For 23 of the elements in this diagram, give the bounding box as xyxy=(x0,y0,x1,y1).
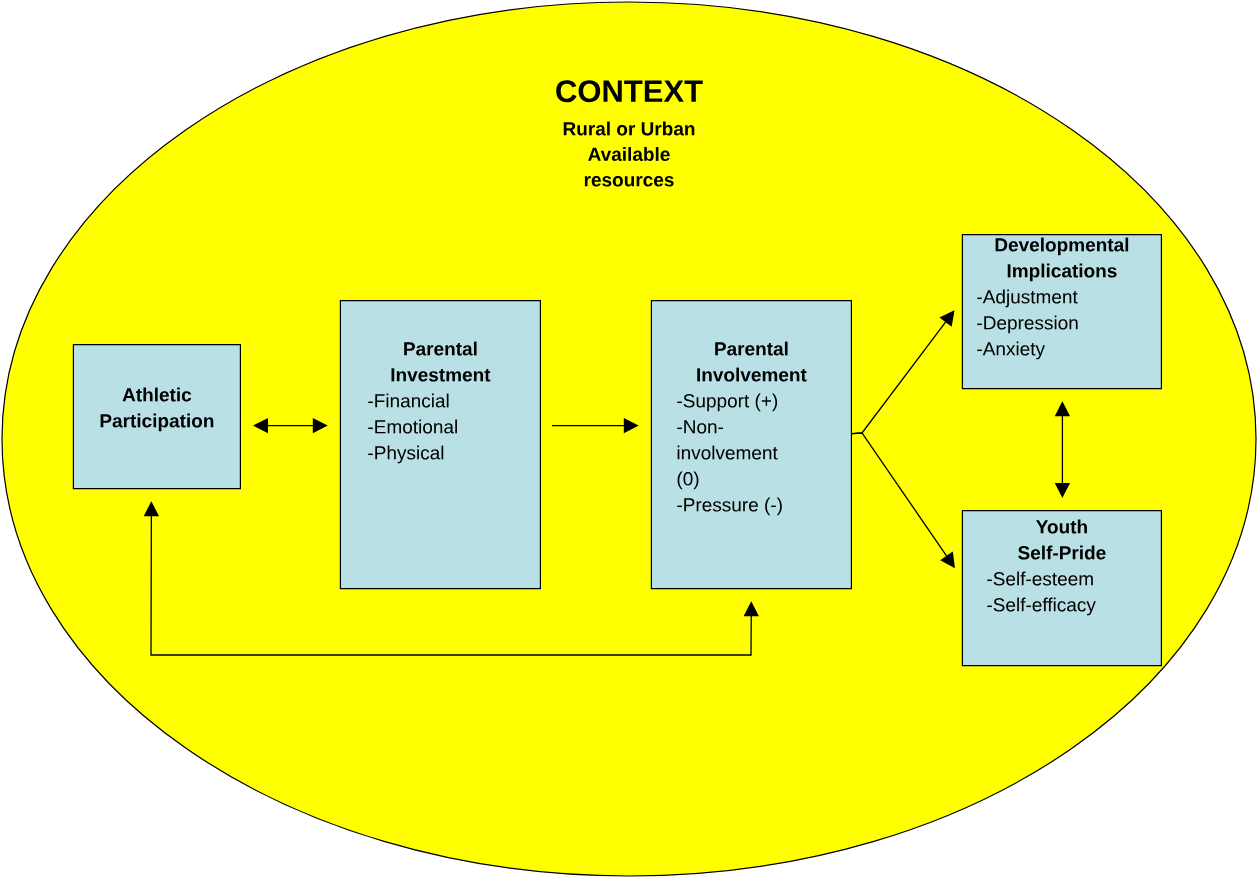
concept-box xyxy=(650,300,852,590)
list-item: -Adjustment xyxy=(977,289,1078,308)
concept-box xyxy=(961,234,1162,390)
box-heading: Parental Involvement xyxy=(697,341,807,382)
context-title: CONTEXT xyxy=(556,80,703,103)
concept-box xyxy=(72,344,241,490)
box-heading: Youth Self-Pride xyxy=(1018,519,1106,560)
box-heading: Developmental Implications xyxy=(995,237,1129,282)
list-item: -Self-efficacy xyxy=(987,597,1096,616)
list-item: -Emotional xyxy=(368,419,457,434)
box-heading: Parental Investment xyxy=(391,341,491,382)
list-item: -Anxiety xyxy=(977,341,1045,360)
list-item: -Financial xyxy=(368,393,449,408)
list-item: -Pressure (-) xyxy=(677,497,782,516)
list-item: -Non-involvement (0) xyxy=(677,420,778,490)
concept-box xyxy=(961,510,1162,667)
list-item: -Self-esteem xyxy=(987,571,1093,586)
concept-box xyxy=(339,300,541,590)
list-item: -Physical xyxy=(368,445,444,464)
context-note: Rural or Urban Available resources xyxy=(563,121,695,187)
list-item: -Depression xyxy=(977,315,1078,334)
box-heading: Athletic Participation xyxy=(100,387,214,432)
list-item: -Support (+) xyxy=(677,393,778,412)
